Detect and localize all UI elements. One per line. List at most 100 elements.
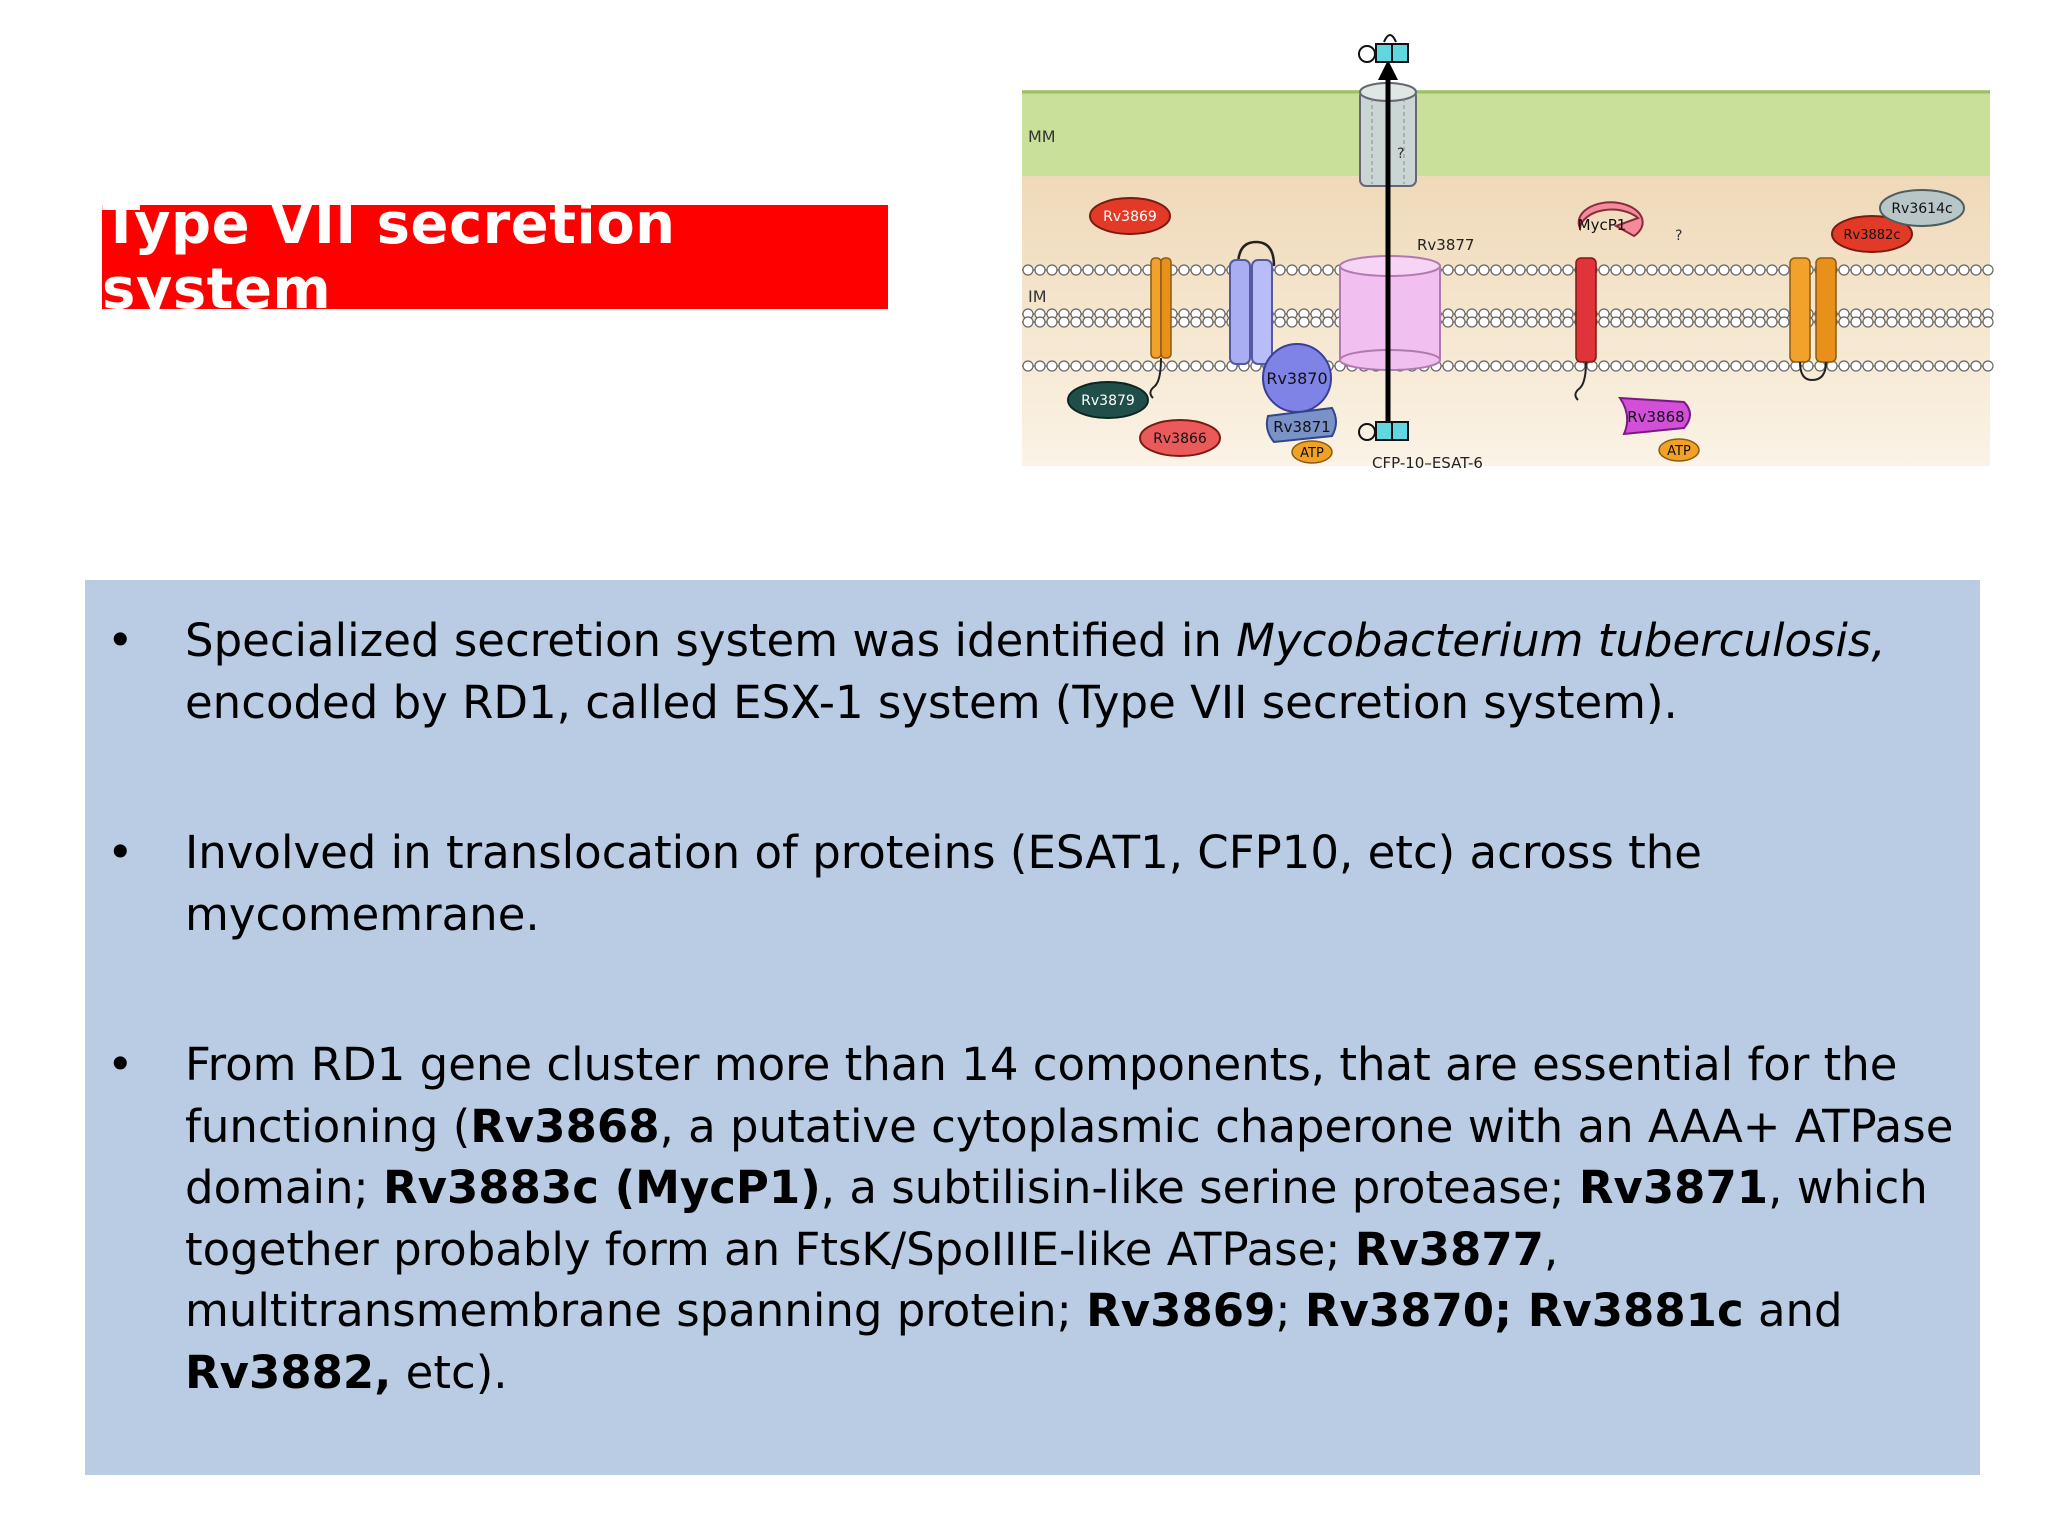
lipid-head [1454,264,1466,276]
lipid-head [1070,316,1082,328]
secreted-substrate-top [1358,34,1409,63]
lipid-head [1646,316,1658,328]
lipid-head [1190,316,1202,328]
lipid-head [1022,316,1034,328]
lipid-head [1310,264,1322,276]
lipid-head [1598,360,1610,372]
lipid-head [1550,264,1562,276]
gene-name: Rv3870; Rv3881c [1304,1284,1744,1337]
lipid-head [1766,360,1778,372]
lipid-head [1058,264,1070,276]
atp2-label: ATP [1667,444,1691,459]
lipid-head [1514,360,1526,372]
lipid-head [1562,316,1574,328]
lipid-head [1442,264,1454,276]
lipid-head [1718,316,1730,328]
secreted-substrate-bottom: CFP-10–ESAT-6 [1358,421,1483,472]
lipid-head [1130,264,1142,276]
lipid-head [1886,264,1898,276]
lipid-head [1142,360,1154,372]
lipid-head [1622,316,1634,328]
lipid-head [1742,360,1754,372]
lipid-head [1610,360,1622,372]
lipid-head [1898,316,1910,328]
lipid-head [1478,360,1490,372]
lipid-head [1514,264,1526,276]
lipid-head [1094,264,1106,276]
lipid-head [1082,316,1094,328]
lipid-head [1694,316,1706,328]
lipid-head [1526,360,1538,372]
lipid-head [1622,264,1634,276]
lipid-head [1898,360,1910,372]
lipid-head [1550,316,1562,328]
lipid-head [1094,360,1106,372]
lipid-head [1934,264,1946,276]
lipid-head [1874,316,1886,328]
lipid-head [1658,360,1670,372]
gene-name: Rv3868 [470,1099,660,1153]
lipid-head [1742,316,1754,328]
rv3879-protein: Rv3879 [1067,381,1149,419]
lipid-head [1046,264,1058,276]
lipid-head [1706,264,1718,276]
lipid-head [1970,264,1982,276]
lipid-head [1526,264,1538,276]
lipid-head [1106,360,1118,372]
lipid-head [1946,316,1958,328]
lipid-head [1766,316,1778,328]
lipid-head [1754,360,1766,372]
lipid-head [1778,264,1790,276]
lipid-head [1202,316,1214,328]
lipid-head [1958,316,1970,328]
lipid-head [1754,316,1766,328]
lipid-head [1190,360,1202,372]
lipid-head [1886,360,1898,372]
rv3614c-protein: Rv3614c [1879,189,1965,227]
lipid-head [1730,360,1742,372]
lipid-head [1886,316,1898,328]
lipid-head [1670,316,1682,328]
purple-tm-protein [1229,240,1276,365]
lipid-head [1094,316,1106,328]
lipid-head [1862,360,1874,372]
lipid-head [1634,316,1646,328]
lipid-head [1070,360,1082,372]
lipid-head [1982,264,1994,276]
species-name: Mycobacterium tuberculosis, [1236,614,1886,667]
lipid-head [1718,360,1730,372]
lipid-head [1478,264,1490,276]
lipid-head [1502,316,1514,328]
lipid-head [1874,360,1886,372]
lipid-head [1058,360,1070,372]
rv3877-label: Rv3877 [1417,236,1474,254]
lipid-head [1778,360,1790,372]
rv3866-label: Rv3866 [1153,431,1207,447]
lipid-head [1970,316,1982,328]
lipid-head [1466,316,1478,328]
lipid-head [1526,316,1538,328]
lipid-head [1298,316,1310,328]
lipid-head [1214,264,1226,276]
gene-name: Rv3882, [185,1345,392,1399]
gene-name: Rv3877 [1354,1222,1544,1276]
lipid-head [1610,264,1622,276]
lipid-head [1082,264,1094,276]
lipid-head [1478,316,1490,328]
lipid-head [1910,264,1922,276]
lipid-head [1490,264,1502,276]
lipid-head [1562,264,1574,276]
lipid-head [1130,360,1142,372]
lipid-head [1610,316,1622,328]
bullet-dot: • [107,826,134,879]
rv3879-label: Rv3879 [1081,393,1135,409]
lipid-head [1034,316,1046,328]
lipid-head [1490,316,1502,328]
bullet-text: From RD1 gene cluster more than 14 compo… [185,1038,1954,1399]
lipid-head [1838,316,1850,328]
lipid-head [1214,360,1226,372]
lipid-head [1178,316,1190,328]
esx1-diagram: MM IM ? Rv3877 [1020,18,2020,518]
lipid-head [1070,264,1082,276]
lipid-head [1670,360,1682,372]
